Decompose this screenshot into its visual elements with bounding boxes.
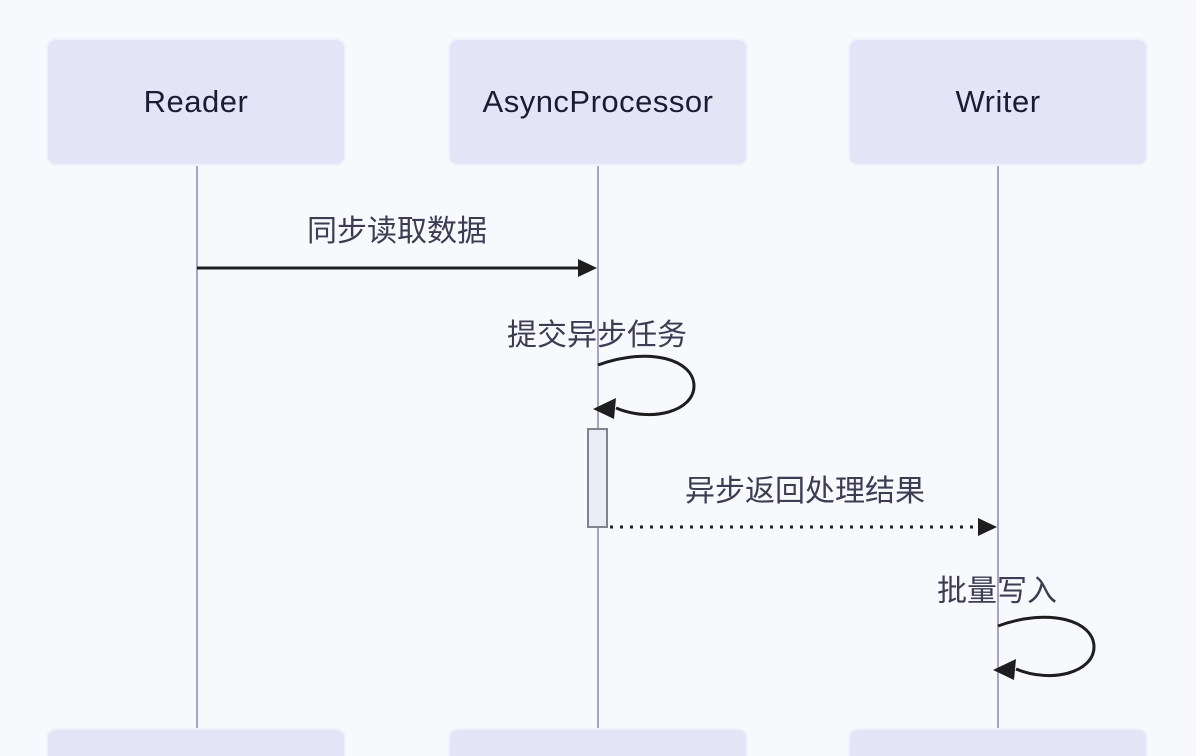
self-loop-curve-asyncprocessor bbox=[597, 354, 696, 417]
activation-bar-asyncprocessor bbox=[587, 428, 608, 528]
participant-box-writer-top: Writer bbox=[848, 38, 1148, 166]
participant-label-writer: Writer bbox=[955, 84, 1041, 119]
participant-box-asyncprocessor-bottom bbox=[448, 728, 748, 756]
self-loop-curve-writer bbox=[997, 615, 1096, 678]
lifeline-reader bbox=[196, 166, 198, 728]
arrowhead-right-icon bbox=[978, 518, 997, 536]
participant-label-asyncprocessor: AsyncProcessor bbox=[482, 84, 714, 119]
lifeline-writer bbox=[997, 166, 999, 728]
message-label-sync-read: 同步读取数据 bbox=[307, 215, 487, 248]
participant-label-reader: Reader bbox=[143, 84, 249, 119]
participant-box-asyncprocessor-top: AsyncProcessor bbox=[448, 38, 748, 166]
message-label-submit-async-task: 提交异步任务 bbox=[507, 319, 687, 352]
participant-box-reader-top: Reader bbox=[46, 38, 346, 166]
arrowhead-right-icon bbox=[578, 259, 597, 277]
message-label-batch-write: 批量写入 bbox=[937, 575, 1057, 608]
message-label-async-return-result: 异步返回处理结果 bbox=[685, 475, 925, 508]
participant-box-writer-bottom bbox=[848, 728, 1148, 756]
participant-box-reader-bottom bbox=[46, 728, 346, 756]
